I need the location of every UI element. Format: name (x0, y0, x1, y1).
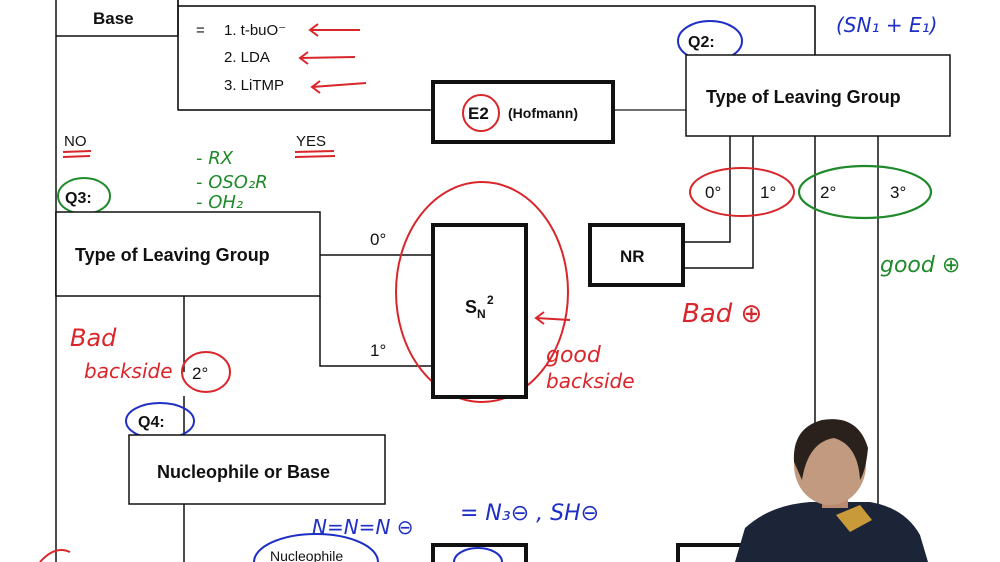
q2-tag: Q2: (688, 34, 715, 51)
q4-hand-eq: = N₃⊖ , SH⊖ (460, 501, 599, 526)
q3-box-label: Type of Leaving Group (75, 245, 270, 265)
q2-good-note: good ⊕ (880, 253, 960, 278)
nr-box (588, 223, 685, 287)
q3-bad-note-2: backside (84, 359, 173, 383)
q2-branch-1: 1° (760, 183, 776, 202)
q2-branch-3: 3° (890, 183, 906, 202)
presenter-figure (735, 419, 928, 562)
bottom-box-1-circle (453, 547, 503, 562)
q2-good-circle (797, 164, 933, 220)
no-label: NO (64, 133, 87, 150)
yes-label: YES (296, 133, 326, 150)
e2-circle (462, 94, 500, 132)
yes-underline (294, 150, 336, 158)
q4-tag: Q4: (138, 414, 165, 431)
q2-box (685, 54, 951, 137)
q3-tag: Q3: (65, 190, 92, 207)
q2-branch-2: 2° (820, 183, 836, 202)
q3-hand-item-3: - OH₂ (196, 192, 243, 213)
q3-box (55, 211, 321, 297)
q2-annotation: (SN₁ + E₁) (836, 13, 937, 37)
q2-branch-0: 0° (705, 183, 721, 202)
red-arrows-base (298, 23, 367, 94)
q3-branch-1: 1° (370, 341, 386, 360)
sn2-box (431, 223, 528, 399)
q3-bad-note-1: Bad (70, 324, 117, 352)
sn2-arrow (534, 311, 571, 325)
q3-branch-2-circle (181, 351, 231, 393)
q3-good-note-1: good (546, 343, 602, 368)
nr-label: NR (620, 247, 645, 266)
q2-bad-note: Bad ⊕ (682, 299, 762, 329)
q3-branch-2: 2° (192, 364, 208, 383)
sn2-label: S (465, 297, 477, 317)
e2-label: E2 (468, 104, 489, 123)
q2-box-label: Type of Leaving Group (706, 87, 901, 107)
q4-box (128, 434, 386, 505)
q3-good-note-2: backside (546, 369, 635, 393)
q3-hand-item-1: - RX (196, 148, 234, 169)
no-underline (62, 150, 92, 158)
base-item-1: 1. t-buO⁻ (224, 22, 286, 39)
nucleophile-bubble (253, 533, 379, 562)
q2-bad-circle (689, 167, 795, 217)
q4-box-label: Nucleophile or Base (157, 462, 330, 482)
sn2-sub: N (477, 307, 486, 321)
base-item-2: 2. LDA (224, 49, 270, 66)
base-label: Base (93, 9, 134, 28)
bottom-left-red-mark (39, 549, 71, 562)
sn2-circle (395, 181, 569, 403)
e2-sub-label: (Hofmann) (508, 105, 578, 121)
base-eq-sign: = (196, 22, 205, 39)
q3-branch-0: 0° (370, 230, 386, 249)
sn2-sup: 2 (487, 293, 494, 307)
bottom-box-1 (431, 543, 528, 562)
q3-hand-item-2: - OSO₂R (196, 172, 268, 193)
base-item-3: 3. LiTMP (224, 77, 284, 94)
nucleophile-bubble-label: Nucleophile (270, 548, 343, 562)
